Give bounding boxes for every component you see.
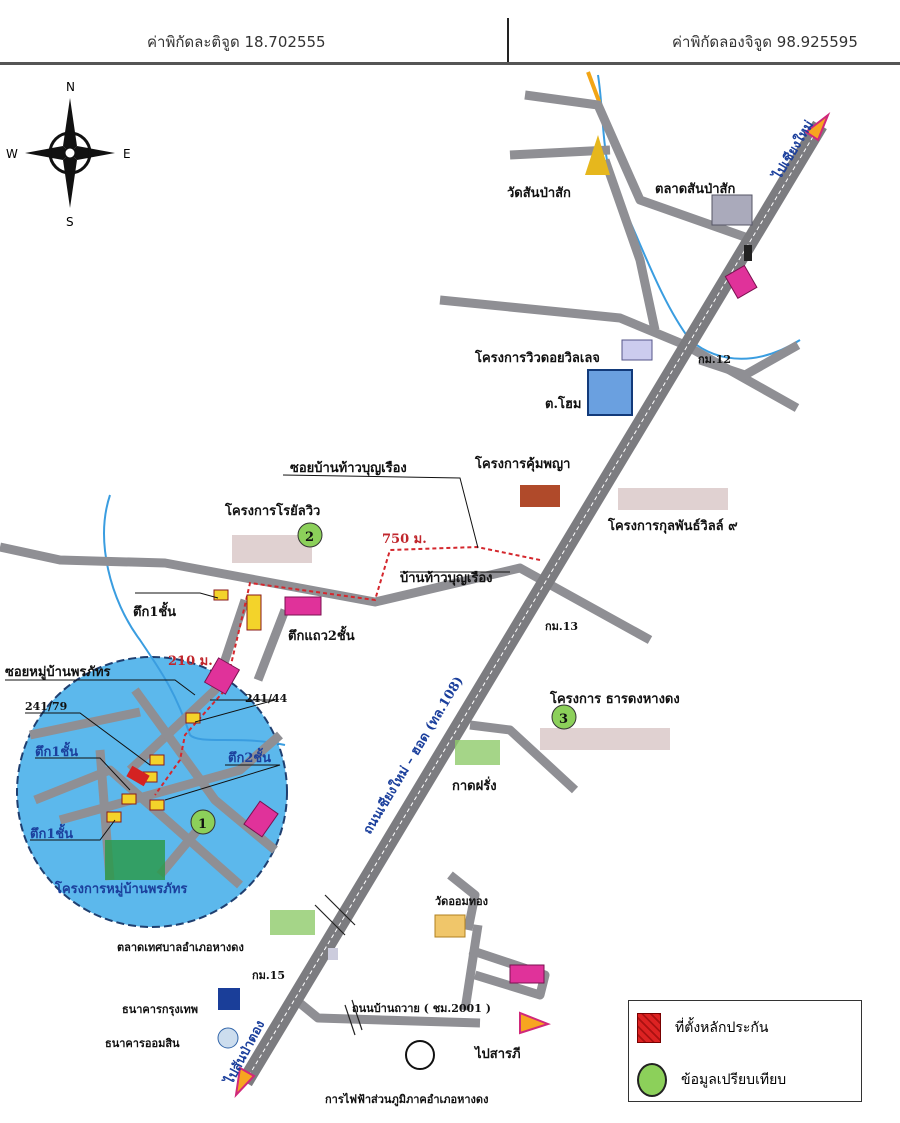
tuk-2-label: ตึก2ชั้น [228,747,271,766]
km13-label: กม.13 [545,620,578,633]
soi-thao-bunrueang-label: ซอยบ้านท้าวบุญเรือง [290,460,407,476]
south-label: S [66,215,74,229]
route-path [154,545,541,796]
ban-thao-bunrueang-label: บ้านท้าวบุญเรือง [400,570,493,586]
svg-text:1: 1 [198,817,207,832]
legend-collateral: ที่ตั้งหลักประกัน [637,1013,768,1043]
row-house-icons [203,264,758,984]
latitude-label: ค่าพิกัดละติจูด 18.702555 [147,33,326,51]
comparison-marker-2[interactable]: 2 [297,522,323,548]
tuk-1-c-label: ตึก1ชั้น [30,823,73,842]
bridge-icon [314,894,363,1036]
tuk-1-b-label: ตึก1ชั้น [35,741,78,760]
west-label: W [6,147,18,161]
comparison-marker-3[interactable]: 3 [551,704,577,730]
wat-san-pa-sak-label: วัดสันป่าสัก [507,186,571,201]
distance-750-label: 750 ม. [382,532,427,547]
municipal-market-label: ตลาดเทศบาลอำเภอหางดง [117,941,244,954]
house-241-44-label: 241/44 [245,692,288,705]
pea-label: การไฟฟ้าส่วนภูมิภาคอำเภอหางดง [325,1092,488,1107]
comparison-marker-1[interactable]: 1 [190,809,216,835]
legend-comparison: ข้อมูลเปรียบเทียบ [637,1063,786,1097]
tuk-1-a-label: ตึก1ชั้น [133,601,176,620]
market-san-pa-sak-label: ตลาดสันป่าสัก [655,182,735,197]
km15-label: กม.15 [252,969,285,982]
phonphat-project-label: โครงการหมู่บ้านพรภัทร [54,880,187,897]
compass-icon: N S E W [6,80,131,229]
collateral-location-marker [126,765,150,787]
tuk-row-2-label: ตึกแถว2ชั้น [288,625,355,644]
house-241-79-label: 241/79 [25,700,67,713]
soi-phonphat-label: ซอยหมู่บ้านพรภัทร [5,664,111,680]
royal-view-label: โครงการโรยัลวิว [224,502,320,519]
legend-comparison-label: ข้อมูลเปรียบเทียบ [681,1072,787,1088]
east-label: E [123,147,131,161]
t-home-label: ต.โฮม [545,395,581,412]
legend-collateral-label: ที่ตั้งหลักประกัน [675,1020,769,1036]
doi-view-label: โครงการวิวดอยวิลเลจ [474,349,600,366]
kad-farang-label: กาดฝรั่ง [452,776,497,794]
to-saraphi-label: ไปสารภี [473,1045,521,1062]
leader-lines [5,474,510,841]
ban-tuai-road-label: ถนนบ้านถวาย ( ชม.2001 ) [352,1002,491,1015]
highway-108 [234,111,831,1098]
north-label: N [66,80,75,94]
house-icons [106,589,262,823]
khum-phaya-label: โครงการคุ้มพญา [474,455,570,472]
bangkok-bank-label: ธนาคารกรุงเทพ [122,1003,198,1017]
kunphan-villa-label: โครงการกุลพันธ์วิลล์ ๙ [607,517,738,534]
map-labels: วัดสันป่าสัก ตลาดสันป่าสัก โครงการวิวดอย… [5,182,738,1107]
longitude-label: ค่าพิกัดลองจิจูด 98.925595 [672,33,858,51]
header-divider [507,18,509,62]
km12-label: กม.12 [698,353,731,366]
arrow-to-chiangmai-icon [804,111,831,142]
distance-210-label: 210 ม. [168,654,213,669]
gsb-bank-label: ธนาคารออมสิน [105,1037,180,1050]
svg-text:2: 2 [305,530,314,545]
collateral-swatch-icon [637,1013,661,1043]
comparison-circle-icon [637,1063,667,1097]
wat-om-thong-label: วัดออมทอง [435,895,488,908]
arrow-to-saraphi-icon [519,1011,551,1035]
svg-text:3: 3 [559,712,568,727]
coordinates-header: ค่าพิกัดละติจูด 18.702555 ค่าพิกัดลองจิจ… [0,0,900,65]
map-legend: ที่ตั้งหลักประกัน ข้อมูลเปรียบเทียบ [628,1000,862,1102]
rivers [103,71,801,746]
thandong-project-label: โครงการ ธารดงหางดง [549,690,680,707]
landmark-icons [105,135,753,1070]
arrow-to-sanpatong-icon [234,1066,256,1098]
